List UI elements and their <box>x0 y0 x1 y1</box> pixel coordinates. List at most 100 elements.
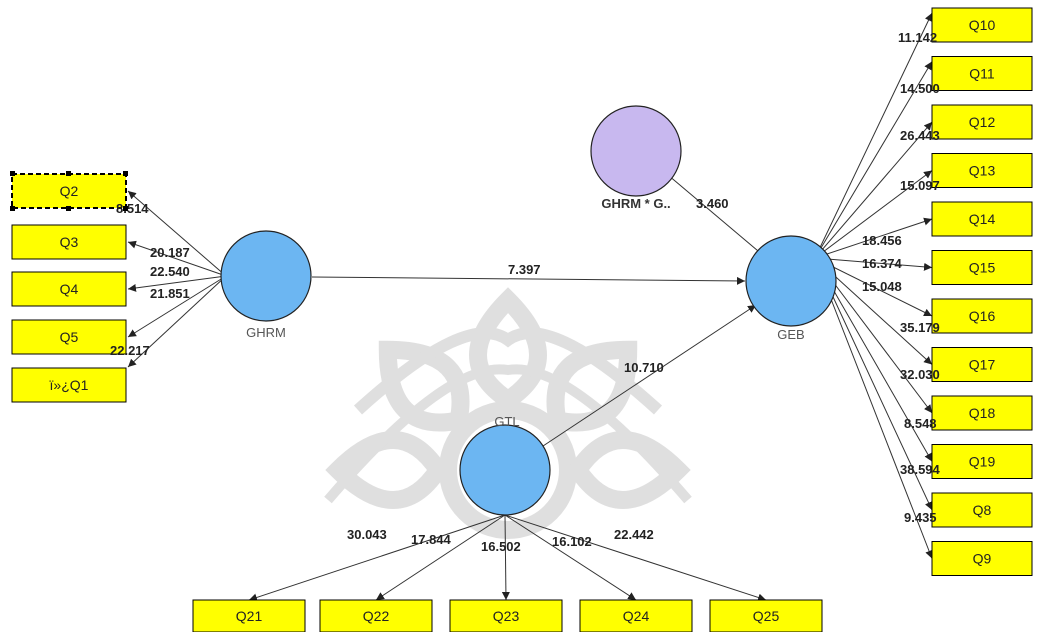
loading-geb-7: 35.179 <box>900 320 940 335</box>
indicator-Q9-label: Q9 <box>973 551 992 567</box>
indicator-Q19[interactable]: Q19 <box>931 444 1033 479</box>
indicator-Q2[interactable]: Q2 <box>11 173 127 209</box>
loading-geb-5: 16.374 <box>862 256 903 271</box>
indicator-Q10[interactable]: Q10 <box>931 7 1033 43</box>
indicator-Q3[interactable]: Q3 <box>11 224 127 260</box>
indicator-Q2-label: Q2 <box>60 183 79 199</box>
construct-interaction-label: GHRM * G.. <box>601 196 670 211</box>
indicator-Q15[interactable]: Q15 <box>931 250 1033 285</box>
loading-edge-gtl-2[interactable] <box>501 514 510 601</box>
selection-handles <box>10 171 128 211</box>
indicator-Q19-label: Q19 <box>969 454 996 470</box>
loading-ghrm-3: 21.851 <box>150 286 190 301</box>
loading-geb-9: 8.548 <box>904 416 937 431</box>
loading-labels: 8.51420.18722.54021.85122.21711.14214.50… <box>110 30 941 554</box>
loading-edge-ghrm-2[interactable] <box>127 275 227 292</box>
indicator-Q4[interactable]: Q4 <box>11 271 127 307</box>
loading-edge-ghrm-3[interactable] <box>127 275 227 338</box>
loading-edge-geb-2[interactable] <box>814 121 933 259</box>
indicator-Q11[interactable]: Q11 <box>931 56 1033 91</box>
indicator-Q10-label: Q10 <box>969 17 996 33</box>
indicator-Q21[interactable]: Q21 <box>192 599 306 632</box>
indicator-Q1-label: ï»¿Q1 <box>50 377 89 393</box>
indicator-Q11-label: Q11 <box>969 66 995 82</box>
loading-edge-geb-1[interactable] <box>814 61 933 259</box>
indicator-Q3-label: Q3 <box>60 234 79 250</box>
loading-edge-geb-4[interactable] <box>814 217 933 259</box>
indicator-Q25[interactable]: Q25 <box>709 599 823 632</box>
loading-edge-ghrm-0[interactable] <box>127 190 227 277</box>
indicator-Q16[interactable]: Q16 <box>931 298 1033 334</box>
loading-geb-0: 11.142 <box>898 30 937 45</box>
construct-gtl-label: GTL <box>494 414 519 429</box>
loading-geb-1: 14.500 <box>900 81 940 96</box>
watermark-emblem <box>324 287 692 539</box>
indicator-Q13-label: Q13 <box>969 163 996 179</box>
indicator-Q8-label: Q8 <box>973 502 992 518</box>
construct-ghrm[interactable] <box>220 230 312 322</box>
loading-edge-geb-0[interactable] <box>814 12 933 259</box>
path-gtl-geb-value: 10.710 <box>624 360 664 375</box>
indicator-Q16-label: Q16 <box>969 308 996 324</box>
loading-edge-gtl-3[interactable] <box>504 514 637 601</box>
construct-geb[interactable] <box>745 235 837 327</box>
indicator-Q22[interactable]: Q22 <box>319 599 433 632</box>
indicator-Q14-label: Q14 <box>969 211 996 227</box>
indicator-Q24[interactable]: Q24 <box>579 599 693 632</box>
indicator-Q14[interactable]: Q14 <box>931 201 1033 237</box>
indicator-Q18-label: Q18 <box>969 405 996 421</box>
loading-edge-gtl-4[interactable] <box>504 514 767 602</box>
loading-geb-11: 9.435 <box>904 510 937 525</box>
loading-edge-ghrm-4[interactable] <box>127 275 227 368</box>
loading-geb-10: 38.594 <box>900 462 941 477</box>
construct-gtl[interactable] <box>459 424 551 516</box>
loading-edge-geb-3[interactable] <box>814 170 933 259</box>
loading-gtl-0: 30.043 <box>347 527 387 542</box>
construct-interaction[interactable] <box>590 105 682 197</box>
indicator-Q8[interactable]: Q8 <box>931 492 1033 528</box>
loading-geb-6: 15.048 <box>862 279 902 294</box>
indicator-Q18[interactable]: Q18 <box>931 395 1033 431</box>
path-gtl-geb[interactable] <box>539 304 757 449</box>
indicator-Q4-label: Q4 <box>60 281 79 297</box>
path-interaction-geb-value: 3.460 <box>696 196 729 211</box>
loading-geb-2: 26.443 <box>900 128 940 143</box>
loading-ghrm-4: 22.217 <box>110 343 150 358</box>
loading-geb-8: 32.030 <box>900 367 940 382</box>
indicator-Q17-label: Q17 <box>969 357 996 373</box>
loading-edge-geb-5[interactable] <box>814 257 933 271</box>
indicator-Q5-label: Q5 <box>60 329 79 345</box>
indicator-Q23-label: Q23 <box>493 608 520 624</box>
loading-edge-geb-10[interactable] <box>814 257 933 511</box>
indicator-Q9[interactable]: Q9 <box>931 541 1033 576</box>
loading-edge-ghrm-1[interactable] <box>127 240 227 277</box>
indicator-Q17[interactable]: Q17 <box>931 347 1033 382</box>
indicator-Q1[interactable]: ï»¿Q1 <box>11 367 127 403</box>
gtl-loading-edges <box>248 514 767 602</box>
loading-gtl-3: 16.102 <box>552 534 592 549</box>
indicator-Q23[interactable]: Q23 <box>449 599 563 632</box>
indicator-Q12[interactable]: Q12 <box>931 104 1033 140</box>
indicator-Q24-label: Q24 <box>623 608 650 624</box>
indicator-Q12-label: Q12 <box>969 114 996 130</box>
indicator-Q5[interactable]: Q5 <box>11 319 127 355</box>
loading-edge-gtl-0[interactable] <box>248 514 506 602</box>
loading-gtl-2: 16.502 <box>481 539 521 554</box>
loading-ghrm-2: 22.540 <box>150 264 190 279</box>
indicator-Q13[interactable]: Q13 <box>931 153 1033 188</box>
loading-gtl-1: 17.844 <box>411 532 452 547</box>
loading-edge-gtl-1[interactable] <box>375 514 506 601</box>
ghrm-loading-edges <box>127 190 227 368</box>
structural-paths <box>311 174 765 449</box>
loading-geb-3: 15.097 <box>900 178 940 193</box>
path-ghrm-geb[interactable] <box>311 276 746 285</box>
indicator-Q21-label: Q21 <box>236 608 263 624</box>
loading-edge-geb-11[interactable] <box>814 257 933 559</box>
loading-geb-4: 18.456 <box>862 233 902 248</box>
loading-ghrm-1: 20.187 <box>150 245 190 260</box>
path-interaction-geb[interactable] <box>667 174 765 257</box>
construct-geb-label: GEB <box>777 327 804 342</box>
indicator-Q15-label: Q15 <box>969 260 996 276</box>
